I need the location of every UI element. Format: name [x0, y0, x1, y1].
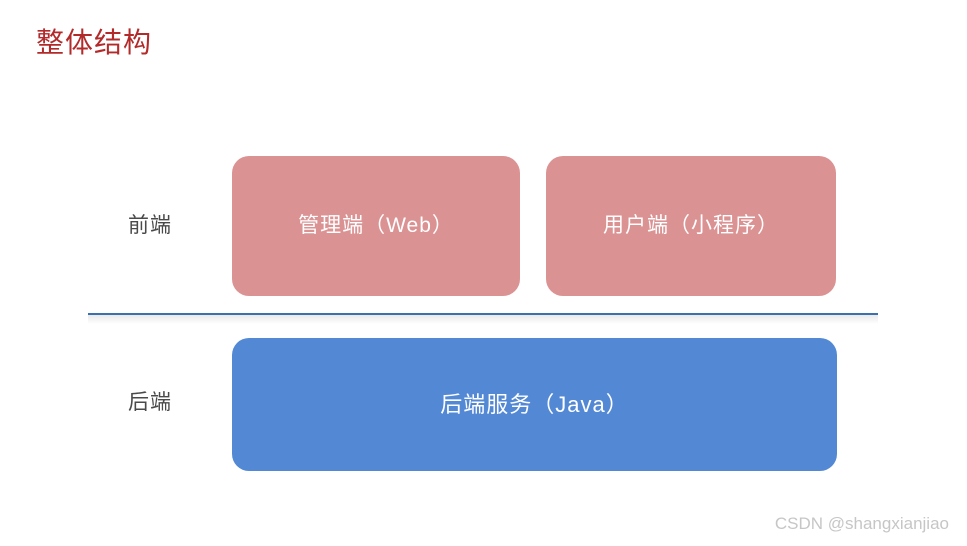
box-backend-service[interactable]: 后端服务（Java） [232, 338, 837, 471]
page-title: 整体结构 [36, 27, 153, 58]
watermark: CSDN @shangxianjiao [774, 514, 949, 533]
box-admin-web-label: 管理端（Web） [298, 214, 454, 237]
box-user-miniprogram[interactable]: 用户端（小程序） [546, 156, 836, 296]
box-backend-service-label: 后端服务（Java） [440, 391, 629, 417]
layer-divider-shadow [88, 315, 878, 324]
layer-label-backend: 后端 [128, 391, 172, 414]
box-admin-web[interactable]: 管理端（Web） [232, 156, 520, 296]
layer-label-frontend: 前端 [128, 214, 172, 237]
layer-divider [88, 313, 878, 315]
box-user-miniprogram-label: 用户端（小程序） [603, 214, 779, 237]
